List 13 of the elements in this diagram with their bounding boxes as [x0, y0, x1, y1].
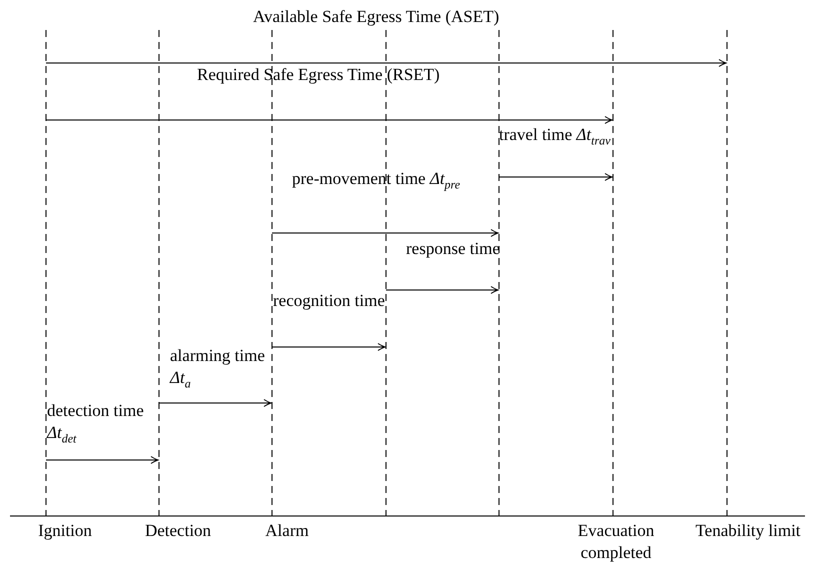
time-point-label: Ignition: [37, 520, 93, 542]
duration-label: Required Safe Egress Time (RSET): [197, 64, 441, 86]
duration-label: travel time Δt$_{trav}$: [499, 124, 612, 146]
time-point-label: Alarm: [264, 520, 310, 542]
duration-label: detection time Δt$_{det}$: [47, 400, 145, 444]
time-point-label: Evacuation completed: [576, 520, 656, 564]
time-point-label: Tenability limit: [694, 520, 802, 542]
duration-label: recognition time: [273, 290, 386, 312]
duration-label: alarming time Δt$_{a}$: [170, 345, 266, 389]
duration-label: Available Safe Egress Time (ASET): [253, 6, 500, 28]
duration-label: pre-movement time Δt$_{pre}$: [292, 168, 462, 190]
duration-label: response time: [406, 238, 501, 260]
time-point-label: Detection: [144, 520, 212, 542]
